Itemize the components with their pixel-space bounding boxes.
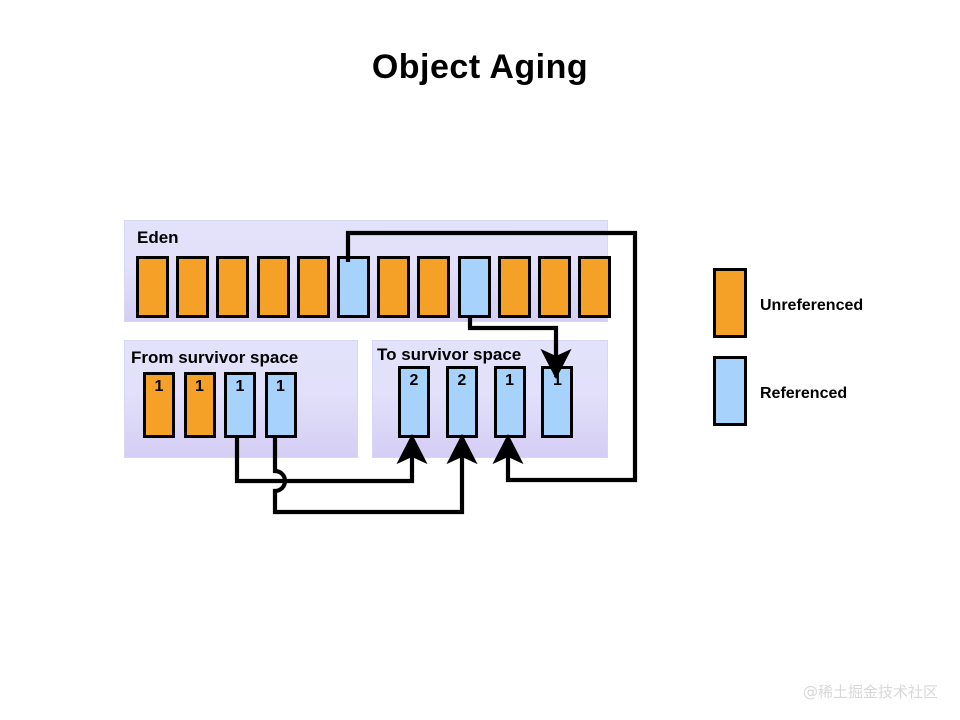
watermark: @稀土掘金技术社区: [802, 683, 938, 701]
eden-label: Eden: [137, 228, 179, 247]
to-survivor-block-4[interactable]: 1: [541, 366, 574, 438]
legend-swatch-referenced: [713, 356, 747, 426]
eden-block-5[interactable]: [296, 256, 330, 318]
eden-block-10[interactable]: [497, 256, 531, 318]
legend-swatch-unreferenced: [713, 268, 747, 338]
eden-block-12[interactable]: [578, 256, 612, 318]
legend-label-unreferenced: Unreferenced: [760, 297, 864, 314]
eden-block-6[interactable]: [337, 256, 370, 318]
from-survivor-block-4[interactable]: 1: [264, 372, 297, 438]
page-title: Object Aging: [371, 48, 589, 86]
from-survivor-label: From survivor space: [131, 348, 299, 367]
legend-label-referenced: Referenced: [760, 385, 848, 402]
eden-block-8[interactable]: [417, 256, 451, 318]
from-survivor-block-1[interactable]: 1: [143, 372, 175, 438]
to-survivor-block-3[interactable]: 1: [493, 366, 526, 438]
from-survivor-block-3[interactable]: 1: [224, 372, 256, 438]
to-survivor-label: To survivor space: [377, 345, 522, 364]
from-survivor-block-2[interactable]: 1: [183, 372, 216, 438]
eden-block-2[interactable]: [176, 256, 210, 318]
eden-block-4[interactable]: [256, 256, 290, 318]
eden-block-9[interactable]: [457, 256, 491, 318]
to-survivor-block-2[interactable]: 2: [445, 366, 478, 438]
eden-block-3[interactable]: [216, 256, 250, 318]
to-survivor-block-1[interactable]: 2: [398, 366, 430, 438]
eden-block-7[interactable]: [377, 256, 411, 318]
eden-block-11[interactable]: [538, 256, 571, 318]
eden-block-1[interactable]: [136, 256, 169, 318]
